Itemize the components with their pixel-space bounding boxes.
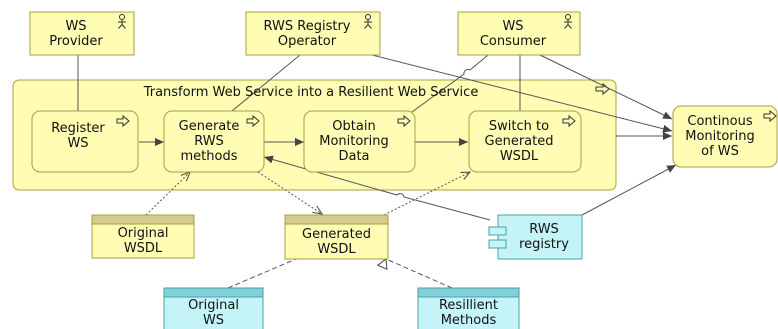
component-rws-registry[interactable] [488,214,583,260]
step-register-ws[interactable] [31,110,139,173]
actor-icon [564,14,572,29]
artifact-original-wsdl-label: Original WSDL [117,226,169,256]
connections [77,54,677,289]
step-register-ws-label: Register WS [51,121,105,151]
realization-resilient-methods [376,258,453,289]
line-consumer-monitoring [539,54,673,120]
actor-ws-provider[interactable] [29,11,135,56]
app-object-resilient-methods[interactable] [417,287,520,329]
process-arrow-icon [246,114,260,128]
line-operator-monitoring [371,54,673,133]
step-obtain-monitoring-data[interactable] [303,110,416,173]
step-generate-rws-methods-label: Generate RWS methods [178,119,240,164]
app-object-original-ws-label: Original WS [188,298,239,328]
continuous-monitoring-label: Continous Monitoring of WS [685,114,755,159]
access-generated-wsdl-switch [383,172,470,216]
component-rws-registry-label: RWS registry [519,222,569,252]
component-icon [488,226,507,249]
process-continuous-monitoring[interactable] [672,105,778,168]
step-switch-to-generated-wsdl-label: Switch to Generated WSDL [484,119,554,164]
artifact-generated-wsdl-label: Generated WSDL [302,226,371,257]
process-arrow-icon [763,109,777,123]
line-registry-monitoring [581,164,677,216]
app-object-resilient-methods-label: Resillient Methods [438,298,498,328]
step-switch-to-generated-wsdl[interactable] [468,110,582,173]
actor-ws-provider-label: WS Provider [49,18,103,49]
step-obtain-monitoring-data-label: Obtain Monitoring Data [319,119,389,164]
artifact-original-wsdl[interactable] [91,214,195,259]
step-generate-rws-methods[interactable] [163,110,265,173]
actor-icon [118,14,126,29]
access-generate-generated-wsdl [257,171,322,214]
actor-icon [364,14,372,29]
actor-rws-registry-operator[interactable] [245,11,381,56]
actor-ws-consumer[interactable] [457,11,581,56]
line-consumer-obtain [411,54,489,113]
actor-rws-registry-operator-label: RWS Registry Operator [263,18,351,49]
artifact-generated-wsdl[interactable] [284,214,389,260]
line-operator-generate [231,54,301,112]
main-process-title: Transform Web Service into a Resilient W… [143,84,479,100]
app-object-original-ws[interactable] [163,287,264,329]
line-registry-generate [263,155,491,221]
process-arrow-icon [397,114,411,128]
realization-original-ws [227,247,298,289]
process-arrow-icon [562,114,576,128]
process-arrow-icon [116,114,130,128]
main-process-arrow-icon [595,82,610,96]
actor-ws-consumer-label: WS Consumer [479,18,547,49]
